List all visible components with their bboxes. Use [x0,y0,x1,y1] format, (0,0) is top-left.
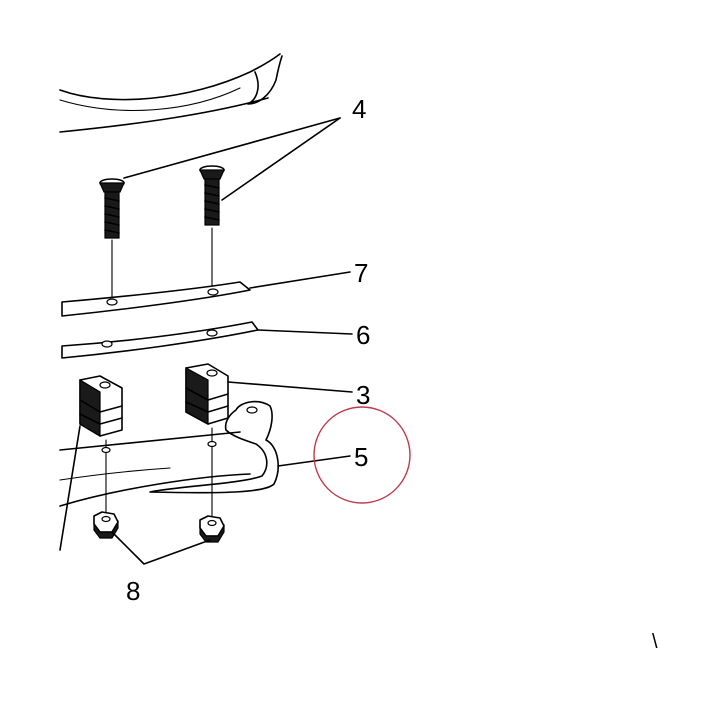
bumper-block-right [185,363,229,426]
leader-left-edge [59,425,81,551]
upper-strip [61,281,251,317]
callout-label-8: 8 [126,576,140,606]
leader-lines [111,117,353,565]
screw-right [199,165,225,226]
callout-label-7: 7 [354,258,368,288]
upper-housing [59,53,283,133]
callout-label-4: 4 [352,94,366,124]
callout-label-6: 6 [356,320,370,350]
mounting-bracket [149,400,279,494]
highlight-circle [313,406,411,504]
base-plate [59,431,251,507]
callout-label-5: 5 [354,442,368,472]
bumper-block-left [79,375,123,438]
nut-right [199,515,225,543]
nut-left [93,511,119,539]
screw-left [99,178,125,239]
base-hole-right [207,440,217,448]
callout-label-3: 3 [356,380,370,410]
lower-strip [61,321,259,359]
corner-mark: \ [652,631,658,653]
base-hole-left [101,446,111,454]
